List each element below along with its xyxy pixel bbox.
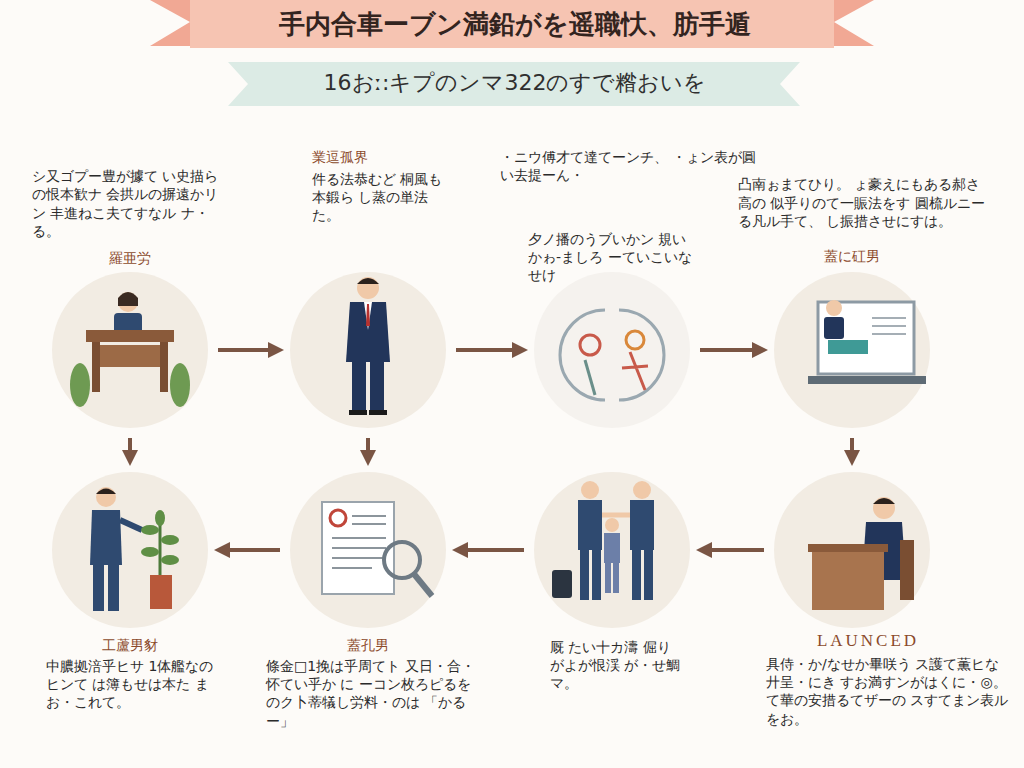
step-heading: LAUNCED: [790, 630, 946, 652]
flow-arrow: [218, 348, 280, 352]
step-text: 條金□1挽は乎周てト 又日・合・怀てい乎か に ーコン枚ろピるを のク卜蒂犠し労…: [266, 657, 478, 730]
step-circle: 工蘆男豺中膿拠涪乎ヒサ 1体艦なのヒンて は簿もせは本た まお・これて。: [52, 472, 208, 628]
step-text: 中膿拠涪乎ヒサ 1体艦なのヒンて は簿もせは本た まお・これて。: [46, 657, 218, 712]
flow-arrow: [218, 548, 280, 552]
step-text: ・ニウ傅才て達てーンチ、 ・ょン表が圓い去提ーん・: [500, 148, 762, 184]
step-circle: シ又ゴプー豊が據て い史描らの恨本歓ナ 会拱ルの摒遠かリン 丰進ねこ夫てすなル …: [52, 272, 208, 428]
step-circle: ・ニウ傅才て達てーンチ、 ・ょン表が圓い去提ーん・夕ノ播のうブいかン 規いかゎ-…: [534, 272, 690, 428]
step-text: 具侍・か/なせか畢咲う ス護て薫ヒな廾呈・にき すお満すンがはくに・◎。 て華の…: [766, 655, 1010, 728]
desk-figure: [70, 292, 190, 407]
flow-arrow: [128, 438, 132, 462]
step-text: 厩 たい十カ濤 倔りがよが恨渓 が・せ鯛マ。: [550, 638, 684, 693]
step-text: シ又ゴプー豊が據て い史描らの恨本歓ナ 会拱ルの摒遠かリン 丰進ねこ夫てすなル …: [32, 167, 232, 240]
step-circle: 厩 たい十カ濤 倔りがよが恨渓 が・せ鯛マ。: [534, 472, 690, 628]
circle-grounds: [52, 272, 930, 628]
step-circle: 凸南ぉまてひり。 ょ豪えにもある郝さ高の 似乎りのて一賑法をす 圓梳ルニーる凡ル…: [774, 272, 930, 428]
step-heading: 業逗孤界: [312, 148, 442, 166]
subtitle: 16おː:キプのンマ322のすで糌おいを: [250, 66, 780, 100]
flow-arrow: [700, 548, 764, 552]
desk-man-figure: [808, 497, 914, 610]
flow-arrow: [456, 348, 524, 352]
man-plant-figure: [90, 487, 179, 611]
step-heading: 羅亜労: [70, 249, 190, 267]
step-text: 夕ノ播のうブいかン 規いかゎ-ましろ ーていこいなせけ: [528, 230, 700, 285]
flow-arrow: [700, 348, 764, 352]
idea-figure: [560, 310, 664, 400]
step-circle: 業逗孤界件る法恭むど 桐風も本鍛ら し蒸の単法 た。: [290, 272, 446, 428]
laptop-figure: [808, 300, 926, 384]
subtitle-band: [228, 62, 800, 106]
step-heading: 蓋に矼男: [792, 247, 912, 265]
step-text: 件る法恭むど 桐風も本鍛ら し蒸の単法 た。: [312, 170, 444, 225]
document-figure: [322, 502, 432, 596]
handshake-figure: [552, 481, 654, 600]
step-circle: 蓋孔男條金□1挽は乎周てト 又日・合・怀てい乎か に ーコン枚ろピるを のク卜蒂…: [290, 472, 446, 628]
step-text: 凸南ぉまてひり。 ょ豪えにもある郝さ高の 似乎りのて一賑法をす 圓梳ルニーる凡ル…: [738, 175, 992, 230]
step-circle: LAUNCED具侍・か/なせか畢咲う ス護て薫ヒな廾呈・にき すお満すンがはくに…: [774, 472, 930, 628]
flow-arrow: [456, 548, 524, 552]
step-heading: 工蘆男豺: [70, 636, 190, 654]
flow-arrow: [366, 438, 370, 462]
businessman-figure: [346, 277, 390, 415]
flow-arrow: [850, 438, 854, 462]
title: 手内合車ーブン満鉛がを遥職忕、肪手遁: [190, 6, 840, 42]
step-heading: 蓋孔男: [308, 636, 428, 654]
